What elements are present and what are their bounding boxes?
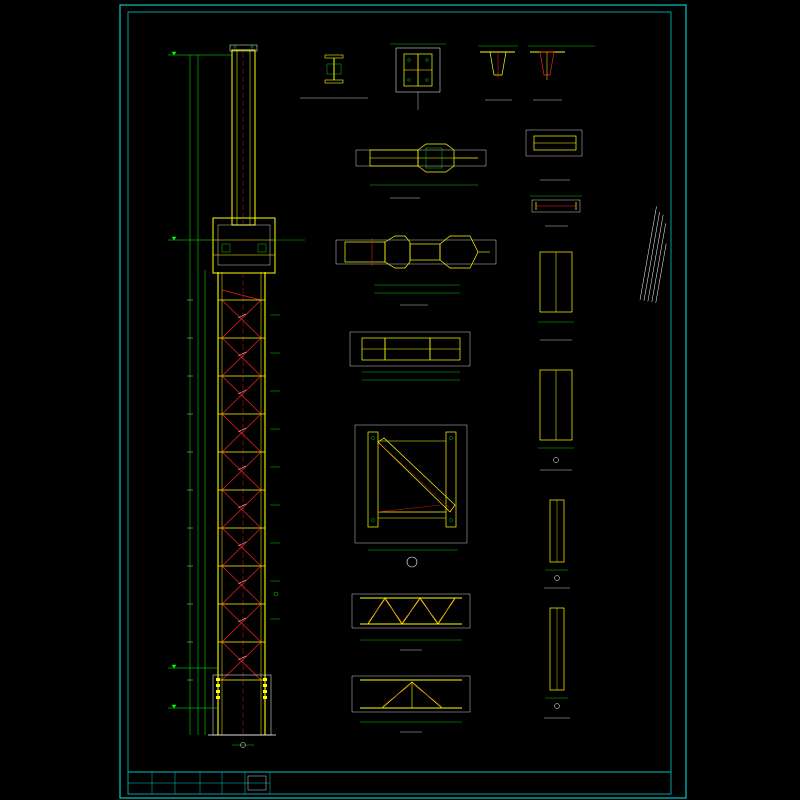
detail-section-4 — [355, 143, 487, 199]
detail-section-5 — [335, 235, 497, 306]
detail-right-bar-2 — [544, 607, 570, 719]
detail-brace-panel — [354, 424, 468, 568]
detail-top-ibeam — [300, 54, 368, 99]
detail-right-plate-1 — [538, 251, 574, 341]
detail-right-a — [525, 129, 583, 181]
detail-section-3 — [528, 45, 595, 101]
detail-section-7-truss — [351, 593, 471, 651]
detail-top-baseplate — [390, 43, 446, 110]
sheet-outer-border — [119, 4, 687, 799]
detail-section-2 — [478, 45, 518, 101]
column-right-marks — [270, 239, 305, 620]
sheet-inner-border — [127, 11, 672, 773]
column-elevation — [208, 44, 276, 748]
detail-section-6 — [349, 331, 471, 381]
detail-right-b — [530, 195, 582, 227]
detail-right-bar-1 — [544, 499, 570, 589]
detail-right-plate-2 — [538, 369, 574, 471]
general-notes-block — [639, 206, 667, 303]
title-block — [127, 771, 672, 795]
detail-section-8-truss — [351, 675, 471, 733]
column-dimension-chain — [168, 51, 232, 735]
